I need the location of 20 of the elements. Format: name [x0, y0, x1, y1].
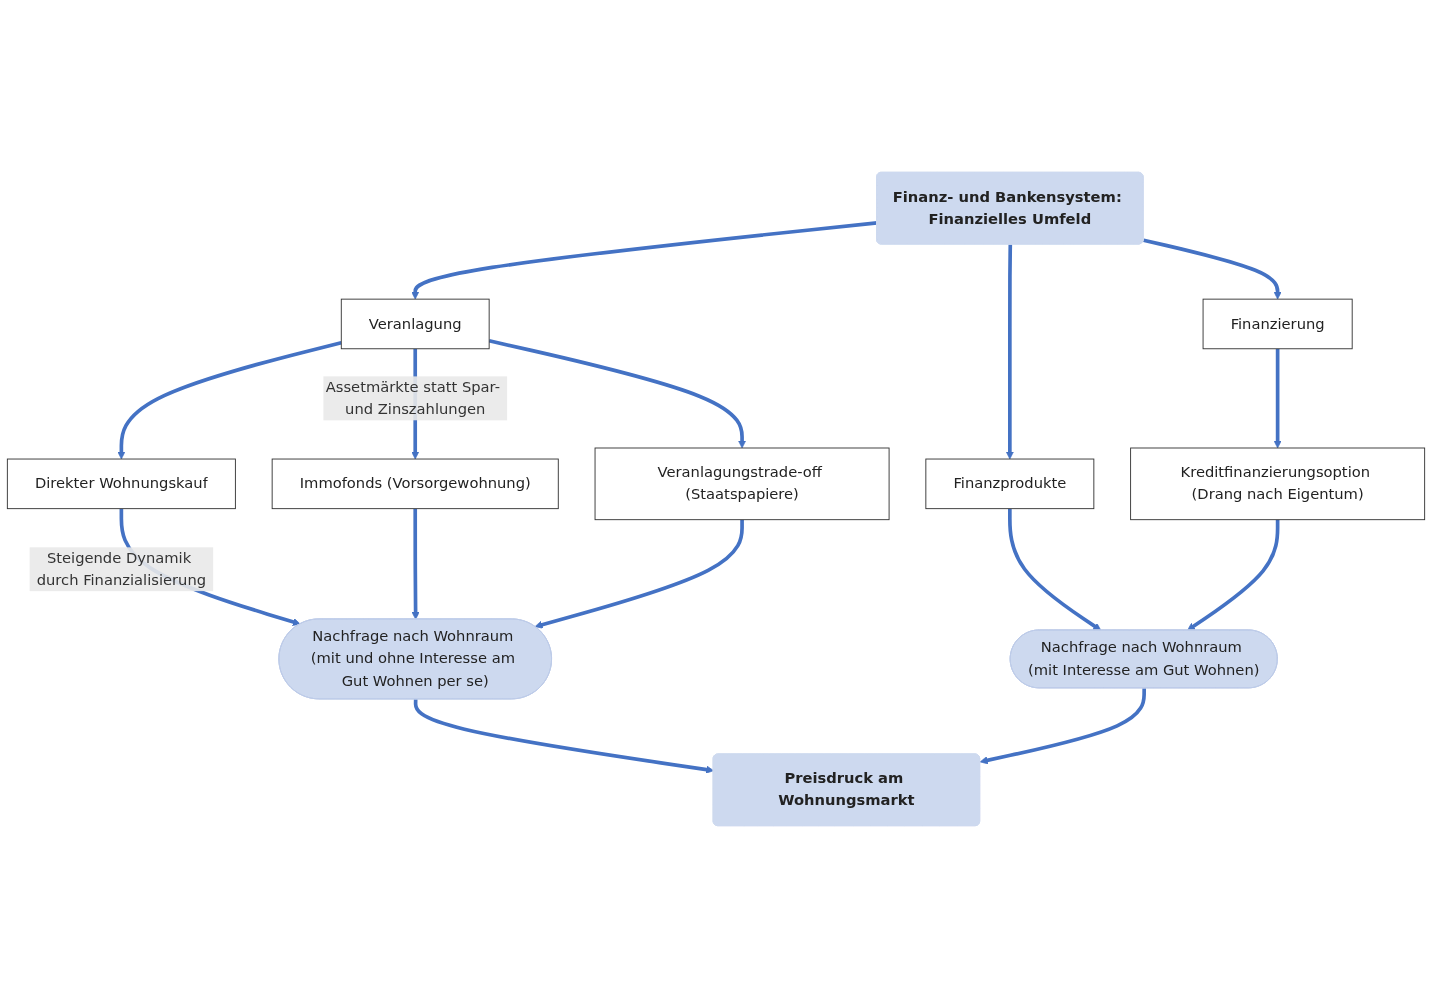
arrow	[1008, 508, 1102, 631]
arrow	[117, 340, 342, 460]
node-box: Immofonds (Vorsorgewohnung)	[271, 458, 559, 510]
node-box: Kreditfinanzierungsoption (Drang nach Eigentum)	[1130, 447, 1426, 521]
arrow	[1187, 519, 1280, 631]
node-box: Direkter Wohnungskauf	[6, 458, 236, 510]
arrow	[1143, 238, 1282, 300]
node-box: Veranlagung	[340, 298, 490, 350]
arrow	[1005, 244, 1014, 460]
node-box: Veranlagungstrade-off (Staatspapiere)	[594, 447, 890, 521]
arrow	[411, 508, 420, 620]
node-box: Finanzprodukte	[925, 458, 1095, 510]
arrow	[411, 221, 878, 300]
arrow	[534, 519, 744, 629]
edge-label: Assetmärkte statt Spar- und Zinszahlungen	[325, 378, 501, 418]
arrow	[979, 688, 1147, 765]
arrow	[1273, 348, 1282, 449]
edge-label: Steigende Dynamik durch Finanzialisierung	[36, 549, 207, 589]
node-box: Finanzierung	[1202, 298, 1353, 350]
arrow	[488, 339, 747, 449]
